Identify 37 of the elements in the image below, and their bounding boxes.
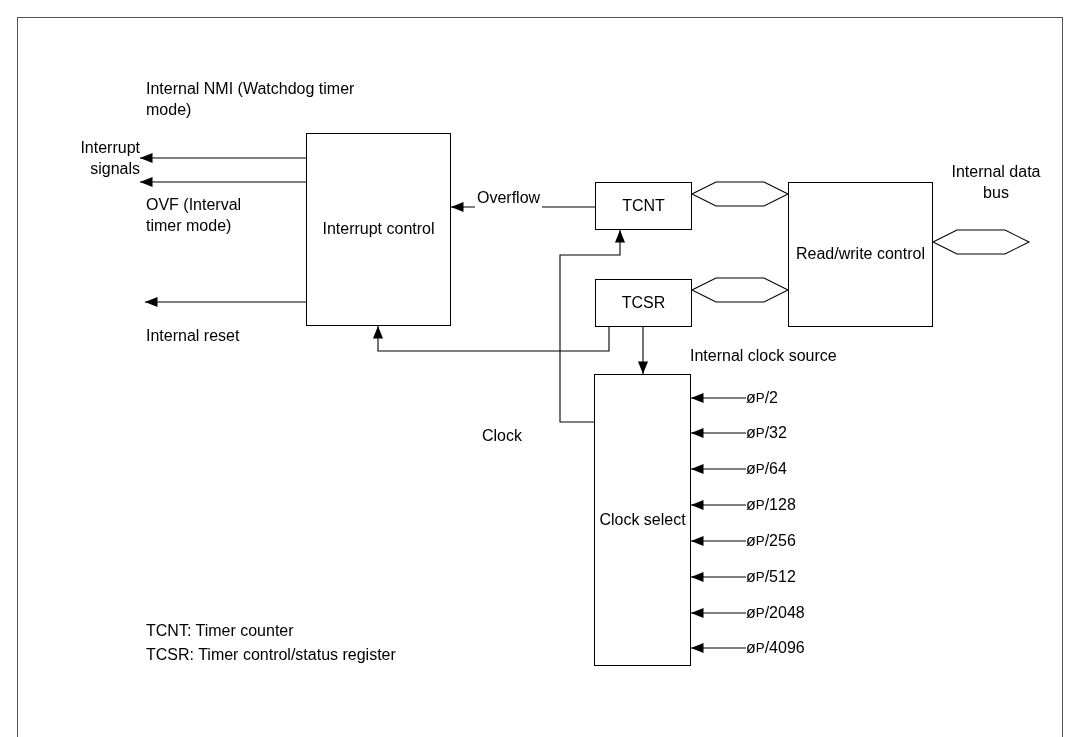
arrow [690, 393, 747, 403]
text-label: Internal reset [146, 326, 240, 346]
block-label: Clock select [599, 509, 686, 530]
text-label: TCNT: Timer counter [146, 621, 294, 641]
block-box [788, 182, 933, 327]
arrow [690, 428, 747, 438]
arrow [373, 325, 610, 352]
arrow [559, 229, 625, 423]
block-box [595, 182, 692, 230]
arrow [139, 177, 307, 187]
block-label: TCNT [622, 195, 665, 216]
edge-label: Overflow [475, 188, 543, 209]
bus-arrow [931, 229, 1031, 255]
text-label: Internal clock source [690, 346, 837, 366]
text-label: OVF (Interval timer mode) [146, 195, 243, 236]
block-label: Read/write control [796, 244, 925, 265]
text-label: Internal data bus [950, 162, 1042, 203]
arrow [690, 536, 747, 546]
arrow [638, 326, 648, 375]
block-box [595, 279, 692, 327]
text-label: Clock [482, 426, 522, 446]
text-label: Internal NMI (Watchdog timer mode) [146, 79, 356, 120]
block-label: Interrupt control [322, 219, 435, 240]
bus-arrow [690, 277, 790, 303]
arrow [144, 297, 307, 307]
block-box [306, 133, 451, 326]
arrow [690, 464, 747, 474]
arrow [690, 500, 747, 510]
arrow [690, 643, 747, 653]
arrow [139, 153, 307, 163]
block-box [594, 374, 691, 666]
text-label: TCSR: Timer control/status register [146, 645, 396, 665]
arrow [690, 608, 747, 618]
block-label: TCSR [621, 292, 666, 313]
arrow [690, 572, 747, 582]
signal-label: Interrupt signals [62, 132, 140, 186]
bus-arrow [690, 181, 790, 207]
